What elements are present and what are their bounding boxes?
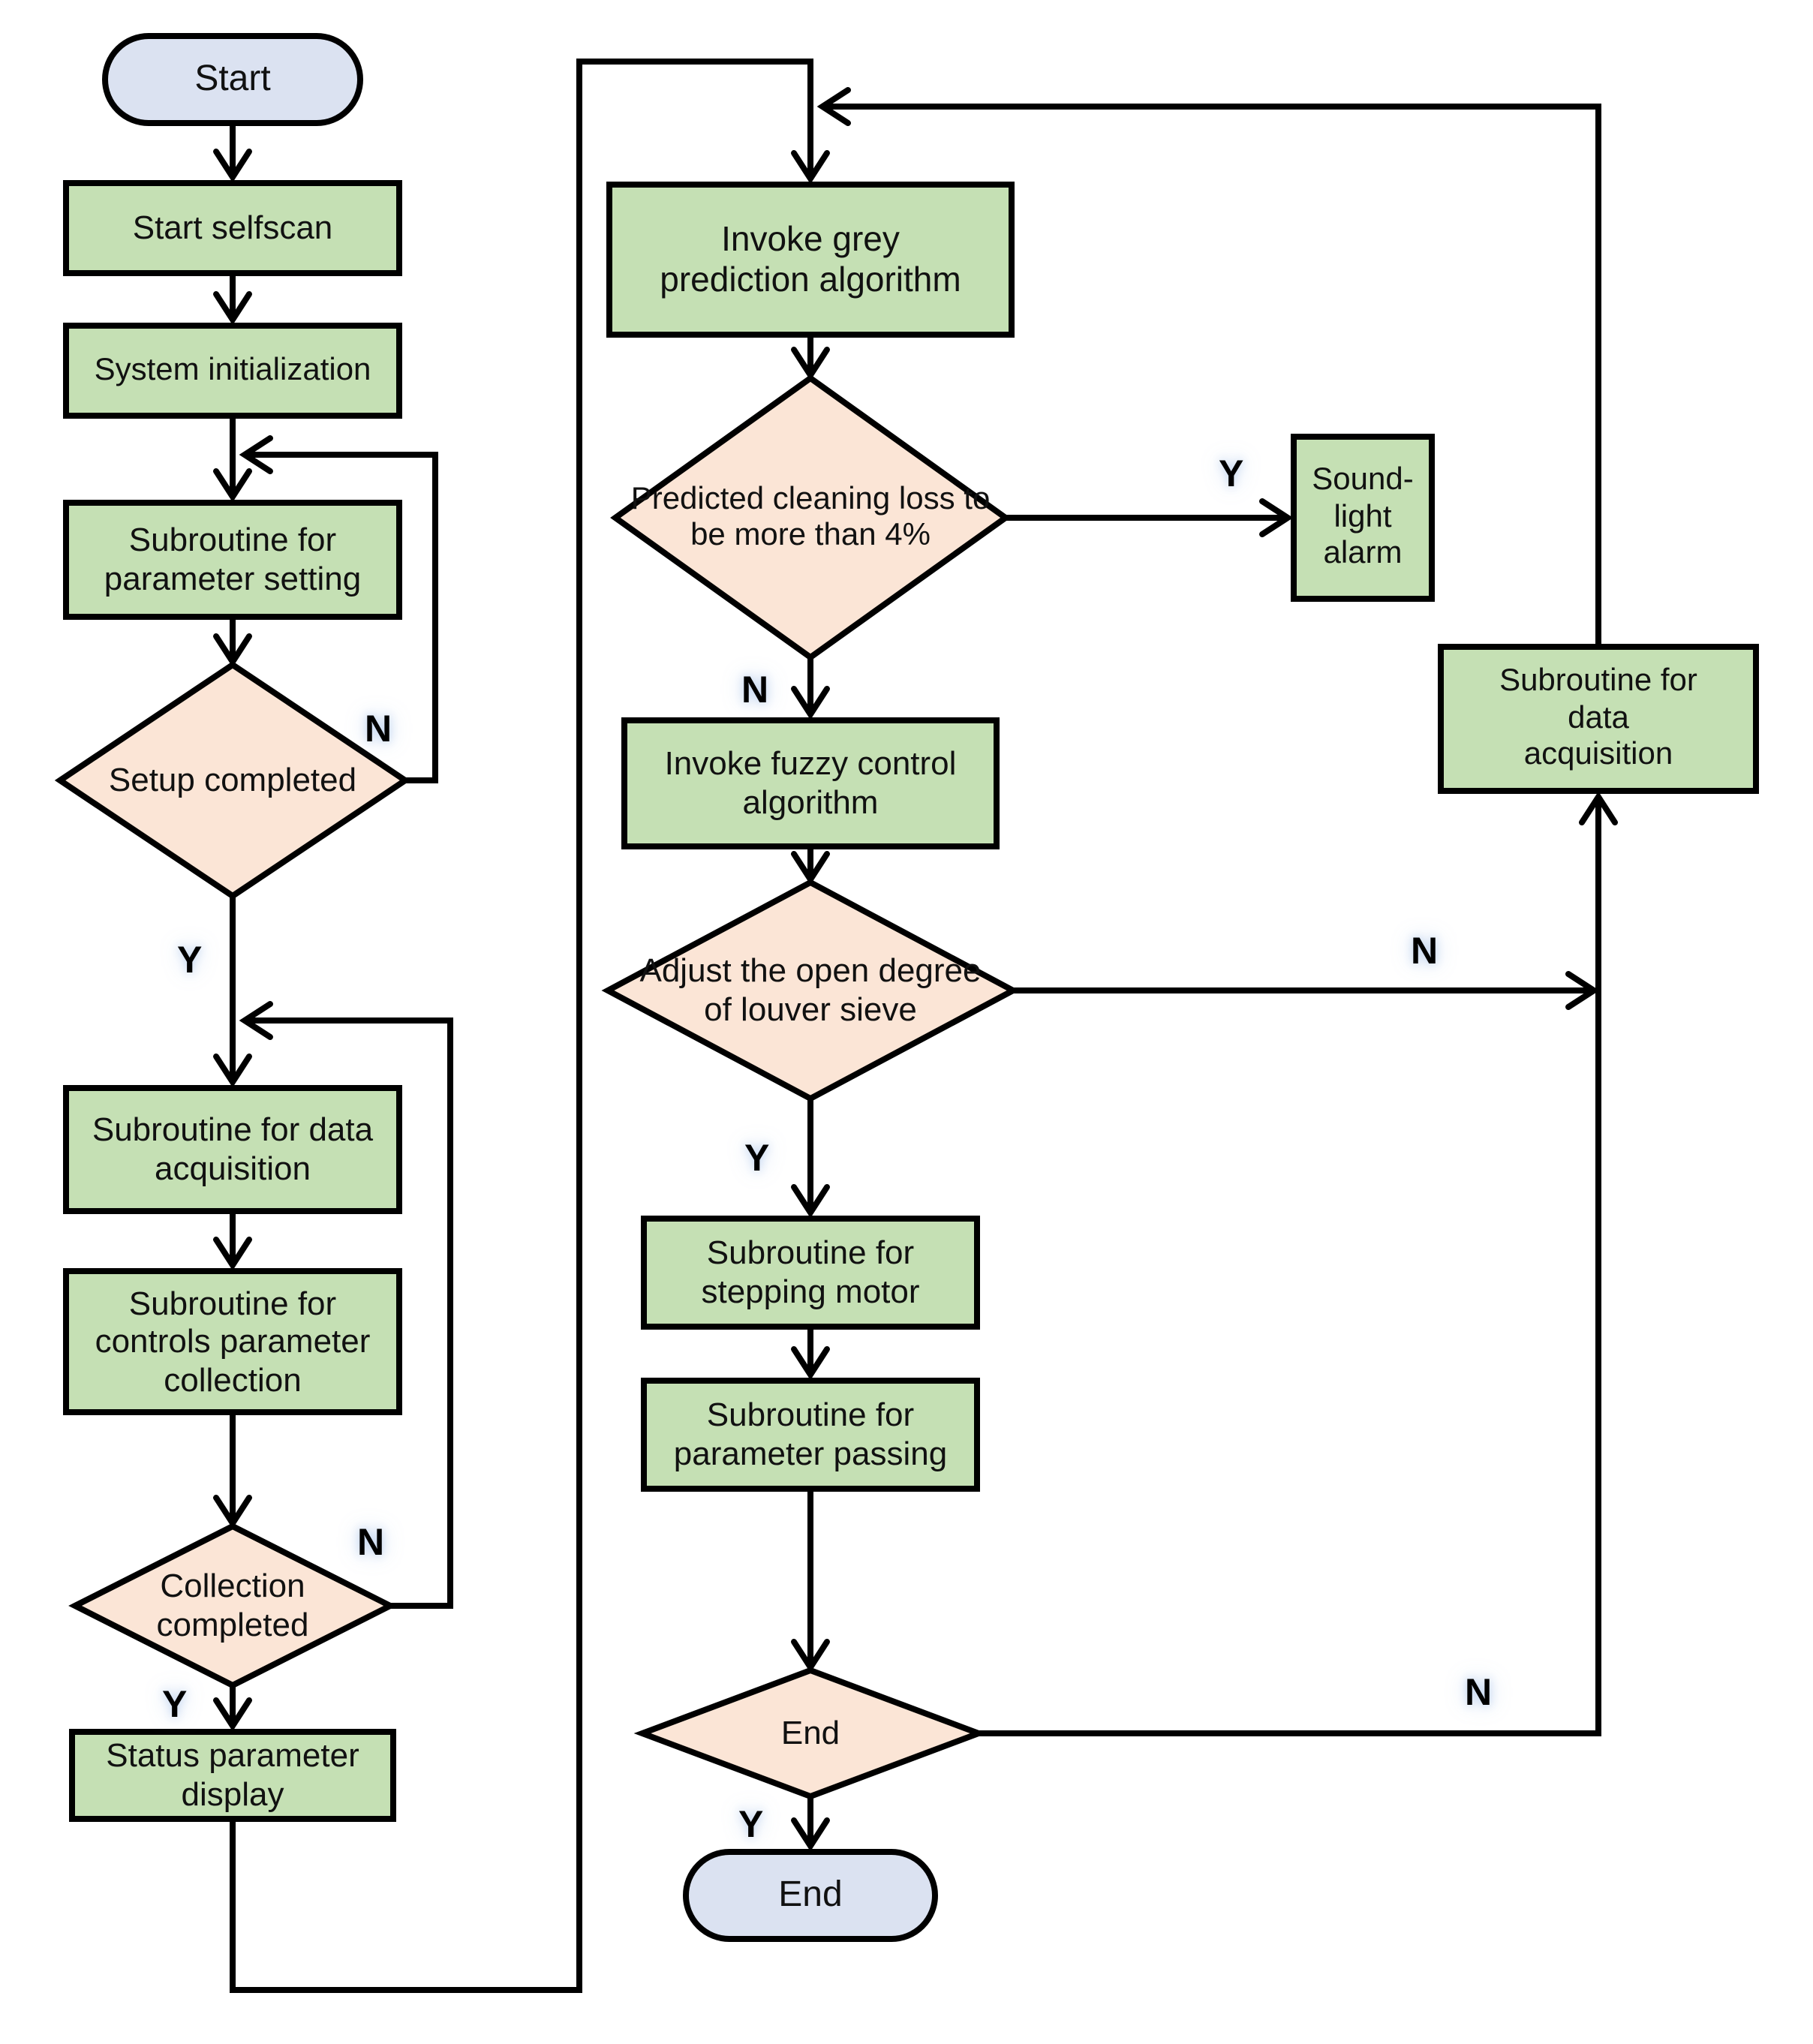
decision-predicted-loss-shape: [610, 374, 1011, 661]
node-label: System initialization: [94, 352, 371, 387]
node-label: alarm: [1323, 536, 1403, 571]
node-label: Status parameter: [106, 1736, 359, 1775]
terminator-end: End: [683, 1849, 938, 1942]
edge-label-louver-y: Y: [744, 1138, 770, 1180]
arrowhead: [213, 291, 252, 326]
node-label: Invoke grey: [721, 219, 900, 259]
node-label: controls parameter: [95, 1322, 371, 1360]
connector-dataacq-to-grey: [822, 104, 1601, 644]
arrowhead: [791, 686, 830, 720]
terminator-start: Start: [102, 33, 363, 126]
arrowhead: [239, 1001, 273, 1040]
decision-end-shape: [633, 1667, 988, 1800]
node-label: Invoke fuzzy control: [664, 744, 957, 783]
process-parameter-setting: Subroutine for parameter setting: [63, 500, 402, 620]
node-label: Subroutine for: [706, 1396, 915, 1434]
process-parameter-passing: Subroutine for parameter passing: [641, 1378, 980, 1492]
arrowhead: [791, 150, 830, 185]
edge-label-collection-n: N: [357, 1522, 385, 1564]
node-label: Subroutine for: [128, 1284, 337, 1322]
node-label: collection: [164, 1360, 302, 1399]
arrowhead: [816, 87, 851, 126]
node-label: End: [778, 1874, 843, 1916]
connector-collection-n-loop: [245, 1017, 453, 1609]
decision-collection-completed-shape: [68, 1522, 397, 1689]
node-label: prediction algorithm: [660, 260, 961, 299]
arrowhead: [791, 1184, 830, 1219]
arrowhead: [1259, 498, 1294, 537]
node-label: parameter passing: [673, 1435, 948, 1472]
edge-label-collection-y: Y: [162, 1684, 188, 1726]
process-system-initialization: System initialization: [63, 323, 402, 419]
node-label: acquisition: [155, 1150, 311, 1187]
arrowhead: [213, 1697, 252, 1732]
edge-label-predicted-y: Y: [1219, 453, 1244, 495]
edge-label-setup-y: Y: [177, 939, 203, 981]
node-label: Subroutine for data: [92, 1111, 374, 1149]
node-label: acquisition: [1523, 737, 1673, 772]
node-label: display: [181, 1775, 284, 1813]
process-controls-parameter-collection: Subroutine for controls parameter collec…: [63, 1268, 402, 1415]
node-label: data: [1568, 700, 1629, 735]
node-label: Start selfscan: [132, 209, 333, 247]
arrowhead: [213, 1054, 252, 1088]
node-label: Subroutine for: [1499, 663, 1697, 699]
node-label: stepping motor: [701, 1273, 920, 1310]
arrowhead: [213, 149, 252, 183]
process-sound-light-alarm: Sound- light alarm: [1291, 434, 1435, 602]
arrowhead: [1565, 971, 1600, 1010]
edge-label-end-n: N: [1465, 1672, 1493, 1714]
process-data-acquisition-left: Subroutine for data acquisition: [63, 1085, 402, 1214]
arrowhead: [791, 1346, 830, 1381]
node-label: algorithm: [742, 783, 879, 821]
process-fuzzy-control: Invoke fuzzy control algorithm: [621, 717, 1000, 849]
connector-setup-n-loop: [245, 452, 438, 783]
node-label: Start: [194, 59, 271, 100]
process-stepping-motor: Subroutine for stepping motor: [641, 1216, 980, 1330]
edge-label-setup-n: N: [365, 708, 392, 750]
arrowhead: [1579, 791, 1618, 825]
edge-label-louver-n: N: [1411, 930, 1439, 972]
arrowhead: [213, 1237, 252, 1271]
node-label: parameter setting: [104, 560, 362, 597]
process-start-selfscan: Start selfscan: [63, 180, 402, 276]
edge-label-predicted-n: N: [741, 669, 769, 711]
connector-status-to-grey-loop: [230, 59, 813, 1993]
node-label: Subroutine for: [128, 521, 337, 559]
node-label: Subroutine for: [706, 1234, 915, 1272]
node-label: Sound-: [1312, 462, 1414, 497]
edge-label-end-y: Y: [738, 1804, 764, 1846]
arrowhead: [213, 468, 252, 503]
arrowhead: [239, 435, 273, 474]
node-label: light: [1333, 499, 1392, 534]
decision-louver-sieve-shape: [601, 879, 1020, 1102]
decision-setup-completed-shape: [54, 661, 411, 900]
process-status-parameter-display: Status parameter display: [69, 1729, 396, 1822]
process-data-acquisition-right: Subroutine for data acquisition: [1438, 644, 1759, 794]
connector-end-n-rail: [979, 797, 1601, 1736]
process-grey-prediction: Invoke grey prediction algorithm: [606, 182, 1015, 338]
arrowhead: [791, 1817, 830, 1852]
